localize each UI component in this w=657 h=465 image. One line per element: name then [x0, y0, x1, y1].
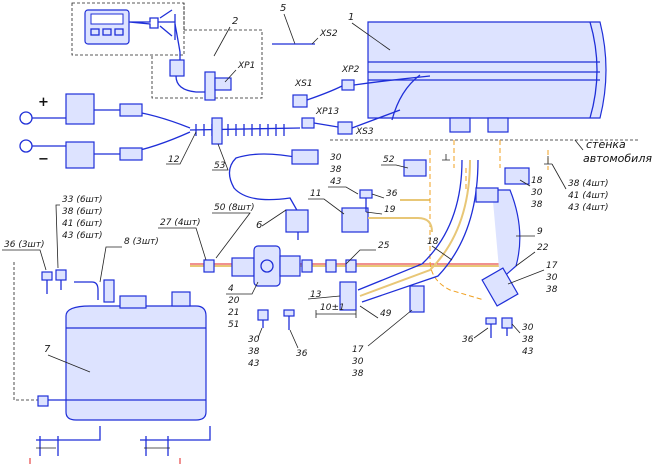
callout-30b-2: 38 — [248, 347, 260, 357]
callout-33-2: 38 (6шт) — [62, 207, 103, 217]
negative-ring-terminal — [19, 139, 33, 153]
mount-18 — [504, 167, 530, 185]
callout-36a: 36 (3шт) — [4, 240, 45, 250]
callout-30a-2: 38 — [330, 165, 342, 175]
callout-33-4: 43 (6шт) — [62, 231, 103, 241]
connector-xp13-label: XP13 — [315, 107, 339, 117]
callout-50: 50 (8шт) — [214, 203, 255, 213]
pump-connector — [291, 149, 319, 165]
hose-clamp-3 — [325, 259, 337, 273]
connector-xp1-label: XP1 — [237, 61, 255, 71]
exhaust-elbow — [481, 267, 519, 307]
connector-xp2 — [341, 79, 355, 91]
bolt-set-pump — [257, 309, 295, 330]
fuel-tank — [37, 291, 207, 421]
callout-38-3: 43 (4шт) — [568, 203, 609, 213]
callout-30a-3: 43 — [330, 177, 342, 187]
callout-2: 2 — [232, 16, 238, 27]
connector-xp2-label: XP2 — [341, 65, 360, 75]
callout-18b-3: 38 — [531, 200, 543, 210]
callout-30a-1: 30 — [330, 153, 342, 163]
callout-11: 11 — [310, 189, 321, 199]
callout-27: 27 (4шт) — [160, 218, 201, 228]
callout-22: 22 — [537, 243, 549, 253]
connector-xs1 — [292, 94, 308, 108]
callout-30b-3: 43 — [248, 359, 260, 369]
connector-xs2-label: XS2 — [319, 29, 338, 39]
fuse-holder-negative — [65, 141, 95, 169]
dimension-label: 10±1 — [320, 303, 345, 313]
callout-8: 8 (3шт) — [124, 237, 159, 247]
connector-xs3-label: XS3 — [355, 127, 374, 137]
callout-21: 21 — [228, 308, 239, 318]
exhaust-pipe — [359, 159, 471, 297]
callout-33-3: 41 (6шт) — [62, 219, 103, 229]
pump-harness-tube — [228, 153, 301, 240]
mount-52 — [403, 159, 427, 177]
callout-25: 25 — [378, 241, 390, 251]
positive-ring-terminal — [19, 111, 33, 125]
callout-17b-3: 38 — [546, 285, 558, 295]
callout-18a: 18 — [427, 237, 439, 247]
callout-51: 51 — [228, 320, 239, 330]
hose-clamp-2 — [301, 259, 313, 273]
callout-30c-2: 38 — [522, 335, 534, 345]
air-intake-silencer — [341, 207, 369, 233]
callout-30c-3: 43 — [522, 347, 534, 357]
callout-6: 6 — [256, 220, 262, 231]
callout-53: 53 — [214, 161, 226, 171]
callout-19: 19 — [384, 205, 396, 215]
bolt-set-left — [41, 269, 115, 303]
wall-label-2: автомобиля — [583, 152, 652, 165]
heater-body — [367, 21, 607, 133]
callout-38-2: 41 (4шт) — [568, 191, 609, 201]
callout-33-1: 33 (6шт) — [62, 195, 103, 205]
callout-49: 49 — [380, 309, 392, 319]
harness-clamp — [211, 117, 223, 145]
callout-17a-3: 38 — [352, 369, 364, 379]
callout-12: 12 — [168, 155, 180, 165]
callout-18b-1: 18 — [531, 176, 543, 186]
fuse-holder-positive — [65, 93, 95, 125]
control-panel-frame-ext — [151, 3, 263, 99]
exhaust-route — [429, 150, 485, 301]
callout-36c: 36 — [296, 349, 308, 359]
minus-sign: − — [38, 152, 49, 167]
callout-5: 5 — [280, 3, 286, 14]
control-panel — [84, 9, 232, 101]
fuel-pump — [231, 245, 301, 287]
callout-36d: 36 — [462, 335, 474, 345]
callout-30c-1: 30 — [522, 323, 534, 333]
callout-38-1: 38 (4шт) — [568, 179, 609, 189]
fuel-tank-line — [13, 262, 40, 401]
callout-20: 20 — [228, 296, 240, 306]
hose-clamp-1 — [203, 259, 215, 273]
callout-9: 9 — [537, 227, 543, 237]
callout-4: 4 — [228, 284, 234, 294]
wall-label-1: стенка — [586, 138, 626, 151]
callout-1: 1 — [348, 12, 354, 23]
connector-xp13 — [301, 117, 315, 129]
callout-18b-2: 30 — [531, 188, 543, 198]
intake-pipe — [492, 189, 521, 281]
callout-52: 52 — [383, 155, 395, 165]
callout-30b-1: 30 — [248, 335, 260, 345]
callout-17a-2: 30 — [352, 357, 364, 367]
plus-sign: + — [38, 95, 49, 110]
callout-13: 13 — [310, 290, 322, 300]
harness-corrugated-tube — [189, 127, 301, 131]
callout-7: 7 — [44, 344, 51, 355]
hose-clamp-4 — [345, 259, 357, 273]
connector-xs1-label: XS1 — [294, 79, 313, 89]
bolt-set-right — [485, 317, 513, 338]
callout-17a-1: 17 — [352, 345, 364, 355]
callout-36b: 36 — [386, 189, 398, 199]
callout-17b-1: 17 — [546, 261, 558, 271]
connector-xs3 — [337, 121, 353, 135]
callout-17b-2: 30 — [546, 273, 558, 283]
